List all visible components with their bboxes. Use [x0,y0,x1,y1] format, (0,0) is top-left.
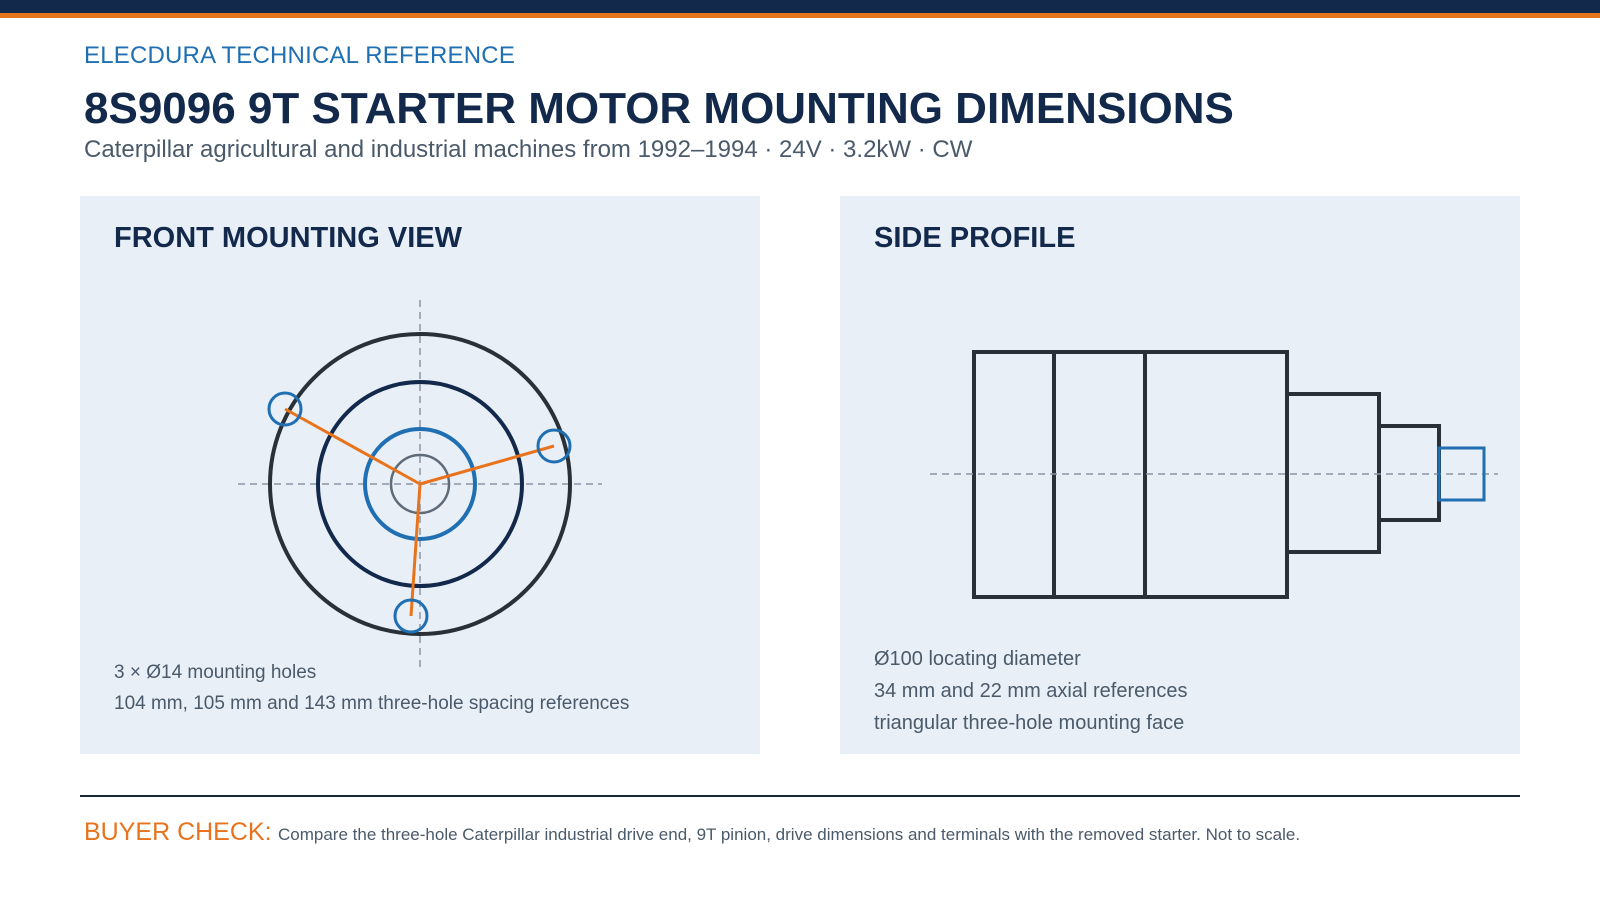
spoke-hole-right [419,444,555,486]
mounting-hole-left [267,391,303,427]
footer-divider [80,795,1520,797]
page-title: 8S9096 9T STARTER MOTOR MOUNTING DIMENSI… [84,84,1234,133]
pinion [1437,446,1486,502]
mid-body-circle [316,380,524,588]
buyer-check-label: BUYER CHECK: [84,818,272,846]
top-band-orange [0,13,1600,18]
mounting-hole-bottom [393,598,429,634]
spoke-hole-bottom [409,483,422,617]
front-note-holes: 3 × Ø14 mounting holes [114,662,317,683]
brand-label: ELECDURA TECHNICAL REFERENCE [84,42,516,69]
side-note-axial: 34 mm and 22 mm axial references [874,680,1188,702]
page-subtitle: Caterpillar agricultural and industrial … [84,136,973,163]
spoke-hole-left [284,407,421,486]
side-note-diameter: Ø100 locating diameter [874,648,1081,670]
side-profile-panel: SIDE PROFILE Ø100 locating diameter 34 m… [840,196,1520,754]
side-view-drawing [930,350,1498,599]
front-mounting-panel: FRONT MOUNTING VIEW 3 × Ø14 mounting hol… [80,196,760,754]
hub-circle [389,453,451,515]
front-panel-title: FRONT MOUNTING VIEW [114,222,462,254]
front-note-spacing: 104 mm, 105 mm and 143 mm three-hole spa… [114,693,630,714]
front-view-drawing [238,300,602,670]
buyer-check-text: Compare the three-hole Caterpillar indus… [278,825,1301,844]
drive-housing-step [1285,392,1381,554]
buyer-check-footer: BUYER CHECK: Compare the three-hole Cate… [84,818,1300,847]
nose-step [1377,424,1441,522]
locating-diameter-circle [363,427,477,541]
outer-flange-circle [268,332,572,636]
side-panel-title: SIDE PROFILE [874,222,1076,254]
top-band-navy [0,0,1600,13]
side-note-face: triangular three-hole mounting face [874,712,1185,734]
mounting-hole-right [536,428,572,464]
